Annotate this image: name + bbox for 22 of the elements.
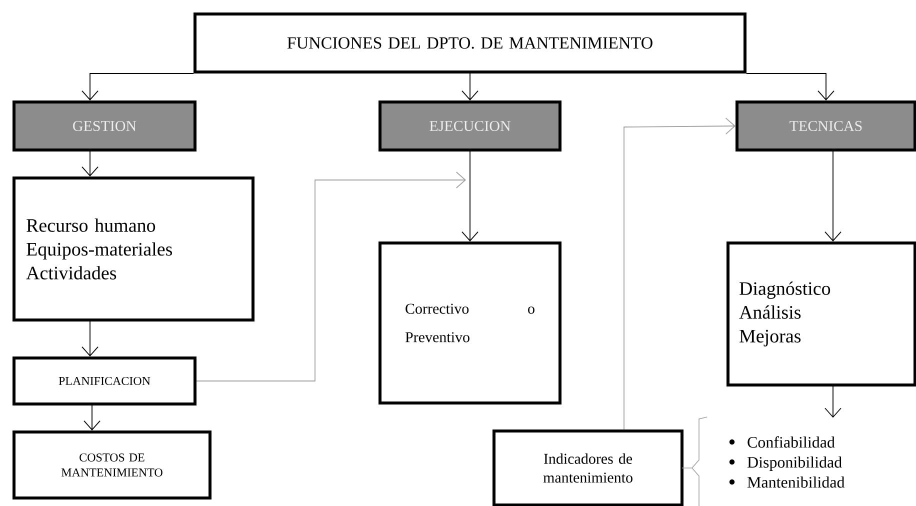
arrow xyxy=(746,73,834,100)
arrow xyxy=(824,386,842,418)
category-box: TECNICAS xyxy=(736,100,916,152)
list-box: Recurso humano Equipos-materiales Actividades xyxy=(12,176,254,322)
title-box: FUNCIONES DEL DPTO. DE MANTENIMIENTO xyxy=(194,12,746,74)
arrow xyxy=(462,151,478,242)
process-box: Correctivo o Preventivo xyxy=(378,242,562,404)
list-box: Diagnóstico Análisis Mejoras xyxy=(726,242,916,386)
arrow xyxy=(84,405,100,430)
arrow xyxy=(624,118,736,430)
bullet-list: Confiabilidad Disponibilidad Mantenibilidad xyxy=(747,436,845,488)
process-box: PLANIFICACION xyxy=(12,356,196,406)
category-box: EJECUCION xyxy=(378,100,562,152)
arrow xyxy=(196,172,466,382)
arrow xyxy=(82,151,98,176)
category-box: GESTION xyxy=(12,100,196,152)
arrow xyxy=(824,151,842,242)
process-box: Indicadores de mantenimiento xyxy=(492,430,684,506)
arrow xyxy=(82,321,98,356)
arrow xyxy=(82,73,194,100)
arrow xyxy=(462,73,478,100)
process-box: COSTOS DE MANTENIMIENTO xyxy=(12,430,212,500)
